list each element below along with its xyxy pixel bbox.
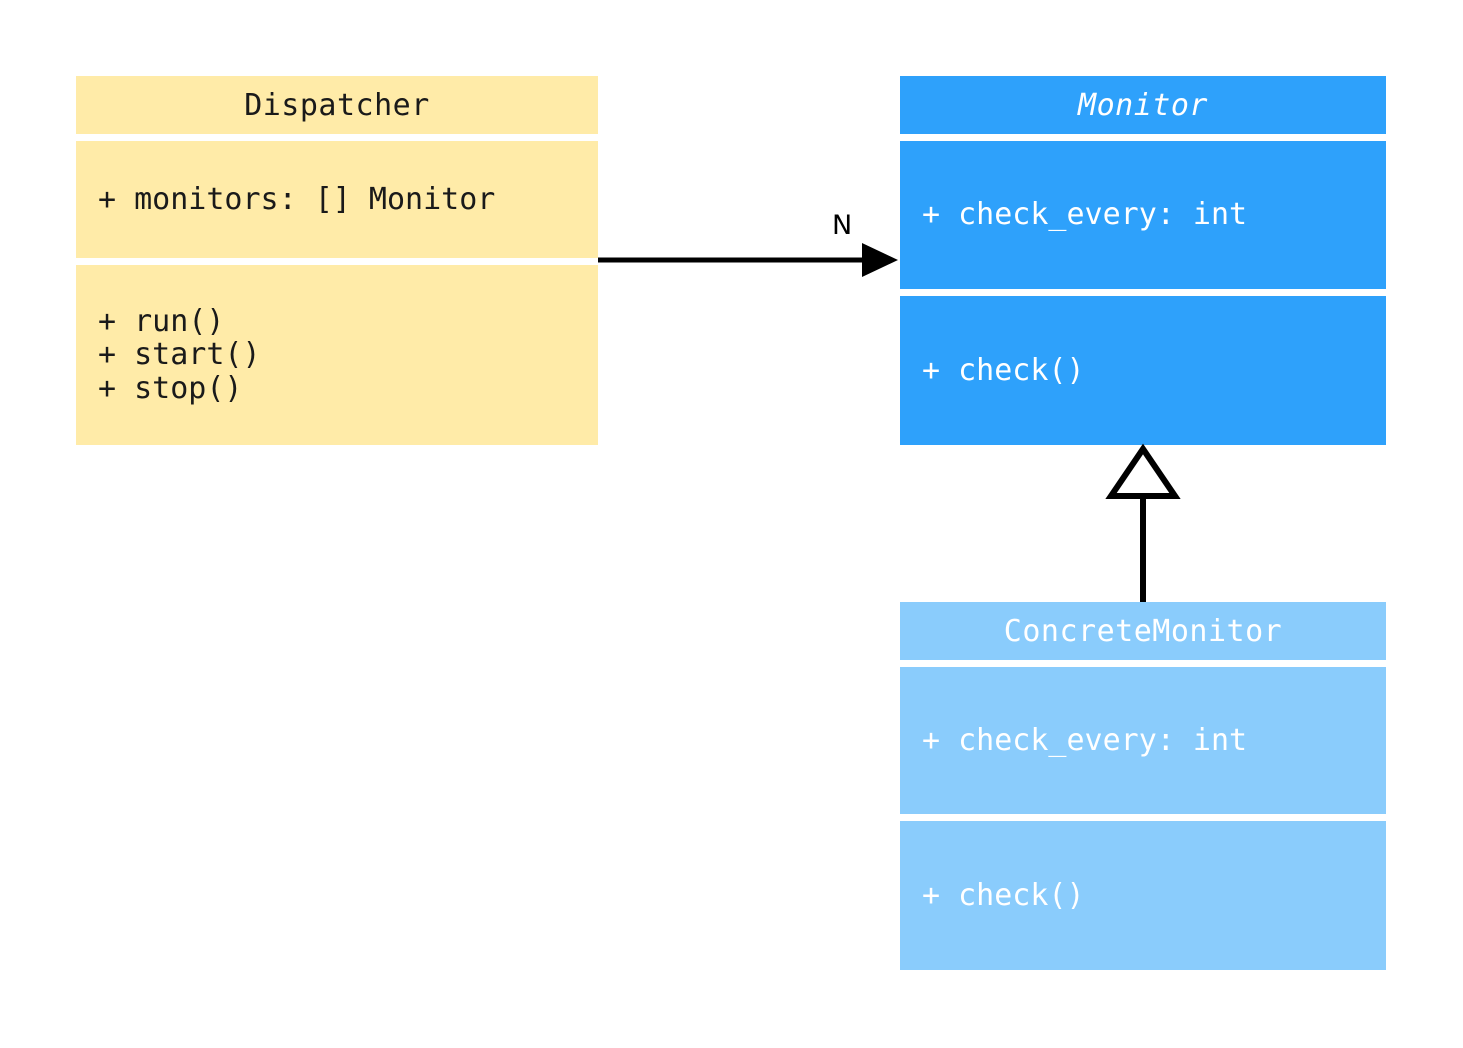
class-title-monitor: Monitor <box>900 76 1386 134</box>
operation-row: + check() <box>922 352 1085 388</box>
class-title-concrete-monitor: ConcreteMonitor <box>900 602 1386 660</box>
operation-row: + check() <box>922 877 1085 913</box>
class-operations-dispatcher: + run() + start() + stop() <box>76 265 598 445</box>
compartment-divider <box>76 134 598 141</box>
class-operations-concrete-monitor: + check() <box>900 821 1386 970</box>
class-attributes-concrete-monitor: + check_every: int <box>900 667 1386 814</box>
class-box-dispatcher[interactable]: Dispatcher + monitors: [] Monitor + run(… <box>76 76 598 445</box>
generalization-hollow-triangle-icon <box>1105 443 1181 499</box>
class-operations-monitor: + check() <box>900 296 1386 445</box>
compartment-divider <box>76 258 598 265</box>
attribute-row: + check_every: int <box>922 722 1248 758</box>
class-attributes-dispatcher: + monitors: [] Monitor <box>76 141 598 258</box>
association-arrowhead-icon <box>862 243 898 277</box>
class-box-concrete-monitor[interactable]: ConcreteMonitor + check_every: int + che… <box>900 602 1386 970</box>
compartment-divider <box>900 134 1386 141</box>
association-multiplicity-label: N <box>832 210 853 241</box>
attribute-row: + monitors: [] Monitor <box>98 181 496 217</box>
operation-row: + run() <box>98 303 225 339</box>
relationship-generalization-concrete-monitor <box>1105 443 1181 602</box>
operation-row: + start() <box>98 337 261 373</box>
class-title-dispatcher: Dispatcher <box>76 76 598 134</box>
class-box-monitor[interactable]: Monitor + check_every: int + check() <box>900 76 1386 445</box>
attribute-row: + check_every: int <box>922 197 1248 233</box>
compartment-divider <box>900 289 1386 296</box>
operation-row: + stop() <box>98 370 243 406</box>
class-attributes-monitor: + check_every: int <box>900 141 1386 289</box>
compartment-divider <box>900 814 1386 821</box>
compartment-divider <box>900 660 1386 667</box>
relationship-association-dispatcher-monitor <box>598 243 898 277</box>
